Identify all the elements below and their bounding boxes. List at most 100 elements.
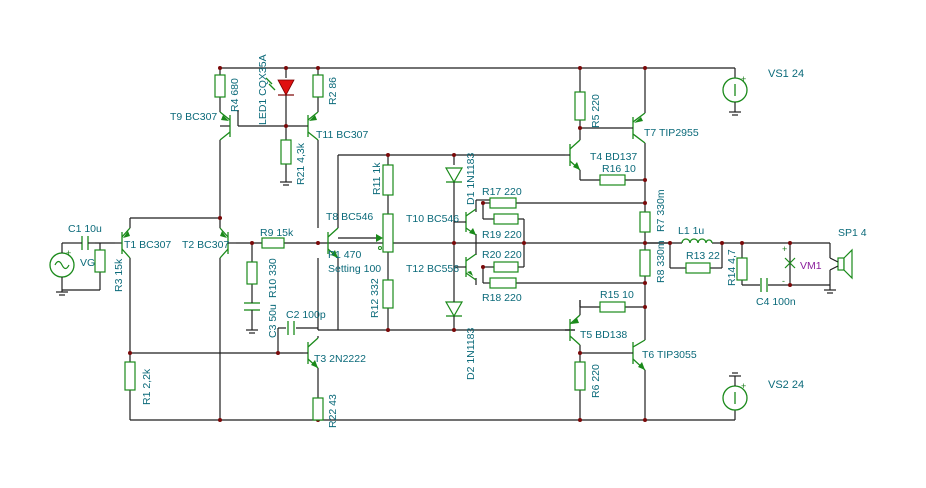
transistors: [115, 111, 646, 371]
label-t12: T12 BC556: [406, 263, 459, 275]
vg-plus: +: [66, 248, 71, 258]
label-t5: T5 BD138: [580, 329, 627, 341]
label-r14: R14 4,7: [726, 249, 738, 286]
transistor-t4: [565, 139, 581, 171]
label-d1: D1 1N1183: [465, 152, 477, 205]
label-r17: R17 220: [482, 186, 522, 198]
label-r7: R7 330m: [655, 189, 667, 232]
label-r16: R16 10: [602, 163, 636, 175]
transistor-t12: [462, 253, 477, 281]
resistor-r12: [382, 279, 394, 309]
label-r20: R20 220: [482, 249, 522, 261]
potentiometer-wiper: [376, 234, 383, 250]
transistor-t11: [300, 111, 319, 141]
vs1-plus: +: [741, 74, 746, 84]
label-vs1: VS1 24: [768, 68, 804, 80]
label-vg: VG: [80, 257, 95, 269]
label-t10: T10 BC546: [406, 213, 459, 225]
resistor-r4: [214, 74, 226, 98]
label-t1: T1 BC307: [124, 239, 171, 251]
label-c4: C4 100n: [756, 296, 796, 308]
label-t4: T4 BD137: [590, 151, 637, 163]
led-led1: [265, 77, 295, 96]
label-t2: T2 BC307: [182, 239, 229, 251]
transistor-t5: [565, 300, 581, 346]
label-c1: C1 10u: [68, 223, 102, 235]
ground-vs1: [729, 111, 741, 116]
vm1-plus: +: [782, 244, 787, 254]
resistor-r8: [639, 249, 651, 277]
wires: [61, 67, 831, 421]
junction-dots: [128, 66, 792, 422]
label-r13: R13 22: [686, 250, 720, 262]
ground-c3: [246, 329, 258, 334]
ground-speaker: [824, 289, 836, 294]
label-r15: R15 10: [600, 289, 634, 301]
sources: [49, 77, 748, 411]
resistor-r20: [493, 261, 519, 273]
label-sp1: SP1 4: [838, 227, 867, 239]
resistor-r3: [94, 249, 106, 273]
label-t7: T7 TIP2955: [644, 127, 699, 139]
label-d2: D2 1N1183: [465, 327, 477, 380]
resistor-r10: [246, 261, 258, 285]
label-r19: R19 220: [482, 229, 522, 241]
transistor-t6: [630, 339, 646, 371]
label-r8: R8 330m: [655, 240, 667, 283]
potentiometer-p1: [382, 213, 394, 253]
label-r9: R9 15k: [260, 227, 294, 239]
resistor-r21: [280, 139, 292, 165]
label-r5: R5 220: [590, 94, 602, 128]
voltage-source-vg: [49, 243, 75, 285]
label-r18: R18 220: [482, 292, 522, 304]
transistor-t8: [327, 227, 339, 259]
voltage-source-vs2: [722, 376, 748, 411]
vm1-minus: -: [782, 276, 785, 286]
label-led1: LED1 CQX35A: [257, 54, 269, 125]
label-vs2: VS2 24: [768, 379, 804, 391]
diode-d2: [444, 298, 464, 320]
ground-symbols: [56, 111, 836, 377]
resistor-r19: [493, 213, 519, 225]
resistor-r13: [685, 262, 711, 274]
transistor-t10: [462, 208, 477, 236]
resistor-r18: [489, 277, 517, 289]
voltmeter-vm1: [784, 257, 796, 269]
resistors: [94, 74, 748, 421]
resistor-r2: [312, 74, 324, 98]
label-r21: R21 4,3k: [295, 142, 307, 185]
resistor-r17: [489, 197, 517, 209]
transistor-t2: [219, 227, 236, 259]
label-r22: R22 43: [327, 394, 339, 428]
component-labels: VS1 24 VS2 24 C1 10u VG T1 BC307 T2 BC30…: [68, 54, 867, 428]
label-r11: R11 1k: [371, 162, 383, 195]
label-r4: R4 680: [229, 78, 241, 112]
ground-r21: [280, 181, 292, 186]
resistor-r22: [312, 397, 324, 421]
label-c2: C2 100p: [286, 309, 326, 321]
diodes: [265, 77, 464, 320]
label-vm1: VM1: [800, 260, 822, 272]
label-p1: P1 470: [328, 249, 361, 261]
label-t8: T8 BC546: [326, 211, 373, 223]
polarity-marks: + + + + -: [66, 74, 787, 391]
ground-vs2: [729, 372, 741, 377]
inductor-l1: [681, 238, 713, 244]
resistor-r14: [736, 257, 748, 281]
resistor-r16: [599, 174, 626, 186]
transistor-t7: [630, 112, 646, 144]
resistor-r15: [599, 301, 626, 313]
ground-input: [56, 290, 68, 296]
transistor-t1: [115, 227, 131, 259]
label-t3: T3 2N2222: [314, 353, 366, 365]
resistor-r7: [639, 211, 651, 233]
resistor-r6: [574, 361, 586, 391]
transistor-t3: [303, 337, 319, 369]
label-r3: R3 15k: [113, 258, 125, 292]
label-l1: L1 1u: [678, 225, 704, 237]
label-r1: R1 2,2k: [141, 368, 153, 405]
vs2-plus: +: [741, 381, 746, 391]
label-t9: T9 BC307: [170, 111, 217, 123]
